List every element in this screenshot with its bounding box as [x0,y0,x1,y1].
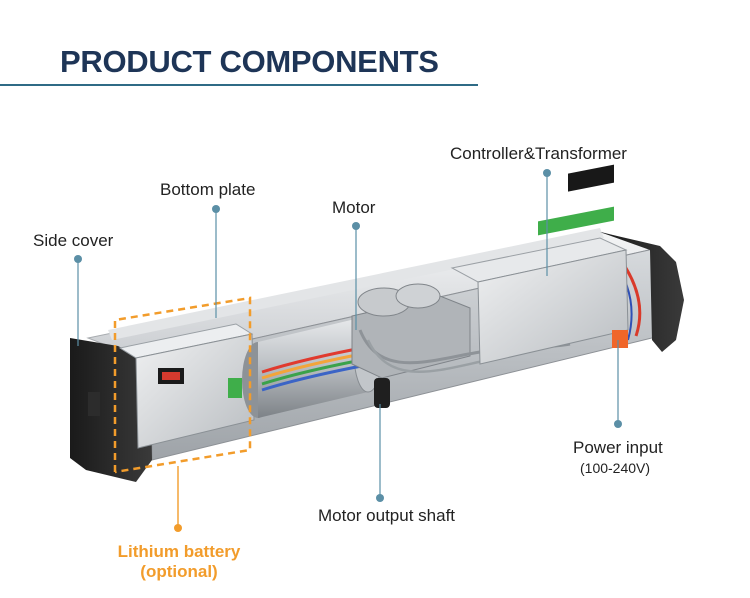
callout-lines [74,169,622,502]
power-range-label: (100-240V) [580,460,651,476]
page-title: PRODUCT COMPONENTS [60,44,439,79]
battery-callout-line [174,466,182,532]
side-cover [70,338,152,482]
motor-cable-secondary [366,339,489,373]
bottom-plate-label: Bottom plate [160,180,256,199]
motor-label: Motor [332,198,376,217]
battery-label-line1: Lithium battery [117,542,241,561]
title-underline [0,84,478,86]
motor-shaft-label: Motor output shaft [318,506,456,525]
controller-label: Controller&Transformer [450,144,627,163]
battery-box [118,323,255,449]
power-input-label: Power input [573,438,663,457]
side-cover-label: Side cover [33,231,114,250]
battery-label-line2: (optional) [140,562,218,581]
battery-label: Lithium battery (optional) [108,542,250,582]
gearbox [351,283,471,408]
controller-transformer [450,164,629,365]
battery-outline [113,296,252,474]
